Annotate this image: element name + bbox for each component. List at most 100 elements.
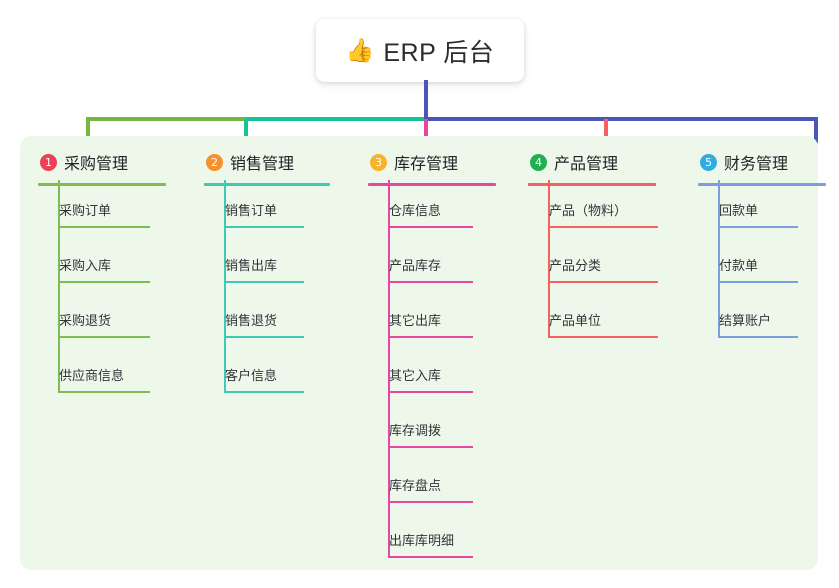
column-header-2[interactable]: 2 销售管理	[204, 150, 294, 174]
list-item[interactable]: 客户信息	[204, 365, 304, 393]
column-badge-4: 4	[530, 153, 547, 171]
title-stem-connector	[424, 80, 428, 121]
list-item-label: 产品库存	[389, 258, 442, 273]
list-item-label: 产品单位	[549, 313, 602, 328]
column-badge-5: 5	[700, 153, 717, 171]
list-item-rule	[58, 281, 150, 283]
column-header-rule	[698, 183, 826, 186]
list-item-rule	[548, 281, 658, 283]
column-spine	[224, 180, 226, 392]
column-header-rule	[38, 183, 166, 186]
list-item[interactable]: 付款单	[698, 255, 798, 283]
list-item[interactable]: 产品单位	[528, 310, 658, 338]
list-item-label: 销售出库	[225, 258, 278, 273]
branch-drop-2	[244, 119, 248, 141]
column-title: 库存管理	[394, 156, 459, 173]
list-item[interactable]: 其它入库	[368, 365, 473, 393]
list-item[interactable]: 销售退货	[204, 310, 304, 338]
list-item-label: 出库库明细	[389, 533, 455, 548]
thumbs-up-icon: 👍	[345, 37, 375, 63]
list-item-label: 产品分类	[549, 258, 602, 273]
column-header-rule	[204, 183, 330, 186]
list-item-rule	[388, 281, 473, 283]
list-item-label: 仓库信息	[389, 203, 442, 218]
diagram-title-card: 👍 ERP 后台	[316, 19, 524, 82]
list-item[interactable]: 出库库明细	[368, 530, 473, 558]
column-badge-1: 1	[40, 153, 57, 171]
column-spine	[388, 180, 390, 557]
list-item-label: 销售退货	[225, 313, 278, 328]
list-item[interactable]: 仓库信息	[368, 200, 473, 228]
list-item[interactable]: 其它出库	[368, 310, 473, 338]
column-header-5[interactable]: 5 财务管理	[698, 150, 788, 174]
list-item[interactable]: 产品库存	[368, 255, 473, 283]
column-header-4[interactable]: 4 产品管理	[528, 150, 618, 174]
list-item-label: 库存调拨	[389, 423, 442, 438]
list-item-label: 采购退货	[59, 313, 112, 328]
list-item-label: 供应商信息	[59, 368, 125, 383]
list-item-rule	[58, 226, 150, 228]
list-item[interactable]: 产品分类	[528, 255, 658, 283]
list-item-label: 其它出库	[389, 313, 442, 328]
diagram-panel: 1 采购管理采购订单采购入库采购退货供应商信息 2 销售管理销售订单销售出库销售退货…	[20, 136, 826, 570]
list-item-label: 结算账户	[719, 313, 772, 328]
list-item[interactable]: 回款单	[698, 200, 798, 228]
list-item[interactable]: 采购入库	[38, 255, 150, 283]
list-item-rule	[548, 226, 658, 228]
list-item[interactable]: 结算账户	[698, 310, 798, 338]
list-item-rule	[224, 391, 304, 393]
list-item-label: 采购入库	[59, 258, 112, 273]
column-header-rule	[368, 183, 496, 186]
horizontal-connector-blue	[424, 117, 818, 121]
list-item-rule	[718, 226, 798, 228]
column-spine	[718, 180, 720, 337]
list-item-rule	[388, 501, 473, 503]
list-item-rule	[224, 281, 304, 283]
column-badge-3: 3	[370, 153, 387, 171]
page-title: ERP 后台	[383, 38, 495, 67]
list-item[interactable]: 供应商信息	[38, 365, 150, 393]
list-item-label: 库存盘点	[389, 478, 442, 493]
list-item-label: 采购订单	[59, 203, 112, 218]
column-spine	[548, 180, 550, 337]
horizontal-connector-green	[86, 117, 248, 121]
column-title: 采购管理	[64, 156, 129, 173]
list-item[interactable]: 销售订单	[204, 200, 304, 228]
list-item[interactable]: 库存调拨	[368, 420, 473, 448]
column-header-rule	[528, 183, 656, 186]
list-item-rule	[388, 226, 473, 228]
list-item[interactable]: 库存盘点	[368, 475, 473, 503]
list-item-label: 回款单	[719, 203, 759, 218]
list-item-label: 付款单	[719, 258, 759, 273]
column-title: 财务管理	[724, 156, 789, 173]
list-item[interactable]: 销售出库	[204, 255, 304, 283]
column-header-3[interactable]: 3 库存管理	[368, 150, 458, 174]
list-item-label: 销售订单	[225, 203, 278, 218]
list-item-label: 产品（物料）	[549, 203, 628, 218]
list-item-rule	[548, 336, 658, 338]
column-title: 销售管理	[230, 156, 295, 173]
branch-drop-3	[424, 119, 428, 143]
list-item-label: 客户信息	[225, 368, 278, 383]
list-item-rule	[388, 391, 473, 393]
column-spine	[58, 180, 60, 392]
list-item[interactable]: 采购退货	[38, 310, 150, 338]
list-item-rule	[224, 226, 304, 228]
column-badge-2: 2	[206, 153, 223, 171]
list-item-rule	[388, 446, 473, 448]
column-title: 产品管理	[554, 156, 619, 173]
list-item[interactable]: 采购订单	[38, 200, 150, 228]
list-item-rule	[718, 336, 798, 338]
list-item-rule	[58, 336, 150, 338]
branch-drop-4	[604, 119, 608, 143]
branch-drop-1	[86, 119, 90, 141]
horizontal-connector-teal	[246, 117, 426, 121]
column-header-1[interactable]: 1 采购管理	[38, 150, 128, 174]
list-item-rule	[388, 556, 473, 558]
list-item-rule	[58, 391, 150, 393]
list-item-rule	[224, 336, 304, 338]
list-item-rule	[388, 336, 473, 338]
list-item[interactable]: 产品（物料）	[528, 200, 658, 228]
list-item-label: 其它入库	[389, 368, 442, 383]
